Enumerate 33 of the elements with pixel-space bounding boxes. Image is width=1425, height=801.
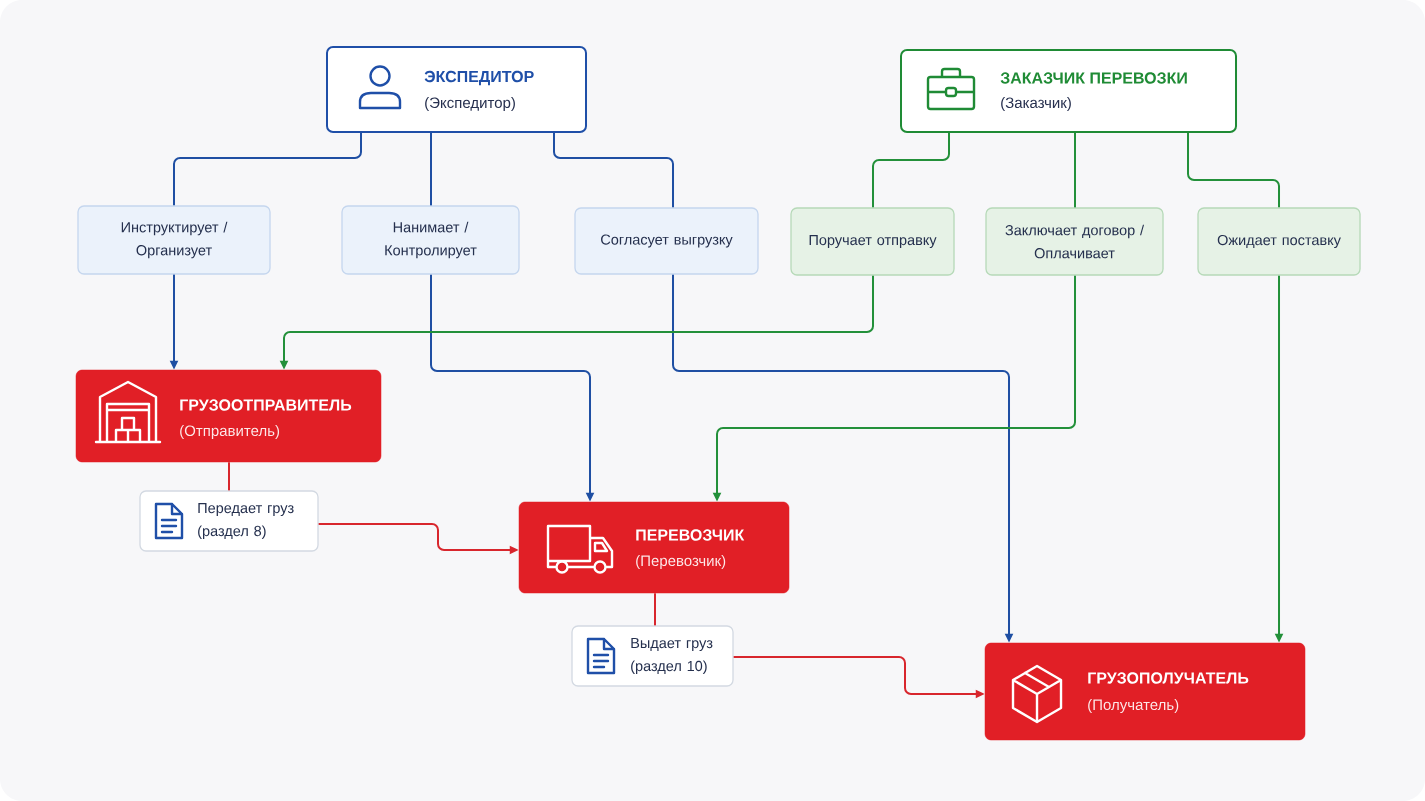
role-card (518, 501, 790, 594)
role-subtitle: (Отправитель) (180, 425, 280, 439)
action-box: Заключает договор / Оплачивает (985, 207, 1164, 276)
action-box: Ожидает поставку (1197, 207, 1361, 276)
connector-line (430, 132, 432, 207)
connector-line (1074, 132, 1076, 209)
document-card (139, 490, 319, 552)
role-subtitle: (Заказчик) (1001, 97, 1071, 111)
role-title: ЭКСПЕДИТОР (424, 70, 534, 86)
role-subtitle: (Перевозчик) (636, 555, 726, 569)
action-box: Инструктирует / Организует (77, 205, 271, 275)
connector-line (173, 132, 362, 207)
role-card (900, 49, 1237, 133)
action-box: Согласует выгрузку (574, 207, 759, 275)
action-box: Нанимает / Контролирует (341, 205, 520, 275)
role-subtitle: (Экспедитор) (425, 97, 515, 111)
role-card (75, 369, 382, 463)
role-title: ПЕРЕВОЗЧИК (636, 529, 745, 541)
card-text: Передает груз (раздел 8) (198, 503, 294, 539)
action-box: Поручает отправку (790, 207, 955, 276)
connector-line (1187, 132, 1280, 209)
role-card (984, 642, 1306, 741)
role-title: ГРУЗОПОЛУЧАТЕЛЬ (1088, 672, 1249, 684)
role-card (326, 46, 587, 133)
connector-line (872, 132, 950, 209)
role-title: ЗАКАЗЧИК ПЕРЕВОЗКИ (1000, 72, 1187, 84)
role-subtitle: (Получатель) (1088, 699, 1179, 713)
role-title: ГРУЗООТПРАВИТЕЛЬ (180, 399, 352, 411)
card-text: Выдает груз (раздел 10) (631, 638, 713, 674)
connector-line (553, 132, 674, 209)
connector-line (654, 592, 656, 627)
document-card (571, 625, 734, 687)
connector-line (228, 461, 230, 492)
